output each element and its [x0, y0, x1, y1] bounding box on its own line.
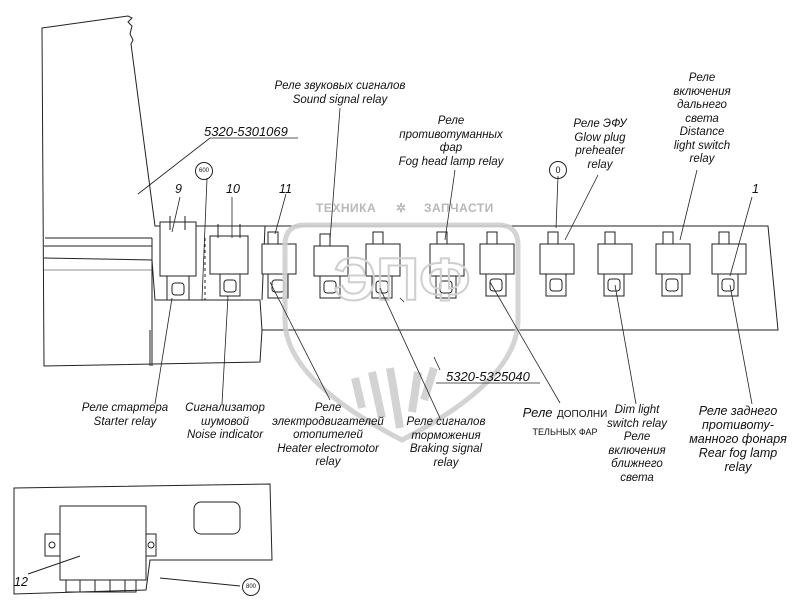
circled-ref-bottom: 800 — [242, 578, 260, 596]
starter-relay — [159, 221, 197, 277]
braking-signal-relay — [365, 243, 401, 277]
watermark-left: ТЕХНИКА — [316, 201, 377, 215]
watermark-gear-icon: ✲ — [396, 201, 407, 215]
label-noise-indicator: Сигнализатор шумовой Noise indicator — [185, 402, 265, 441]
callout-10: 10 — [226, 182, 240, 196]
label-aux-headlamp-relay: Реле ДОПОЛНИ ТЕЛЬНЫХ ФАР — [516, 404, 614, 440]
aux-relay-word: Реле — [522, 405, 553, 420]
callout-11: 11 — [279, 182, 292, 196]
label-starter-relay: Реле стартера Starter relay — [81, 402, 169, 428]
label-rear-fog-relay: Реле заднего противоту- манного фонаря R… — [689, 404, 787, 474]
watermark-logo-text: ЭПФ — [333, 246, 470, 313]
watermark-right: ЗАПЧАСТИ — [424, 201, 494, 215]
label-distance-light-relay: Реле включения дальнего света Distance l… — [673, 72, 731, 165]
label-sound-signal-relay: Реле звуковых сигналов Sound signal rela… — [274, 80, 406, 106]
heater-relay — [261, 243, 297, 275]
aux-relay-line2: ТЕЛЬНЫХ ФАР — [532, 427, 598, 437]
circled-ref-600: 600 — [195, 162, 213, 180]
dim-light-relay — [597, 243, 633, 275]
sound-signal-relay — [313, 245, 349, 277]
callout-1: 1 — [752, 182, 759, 196]
part-number-lower: 5320-5325040 — [446, 369, 530, 384]
distance-light-relay — [655, 243, 691, 275]
callout-9: 9 — [175, 182, 182, 196]
cab-panel-outline — [41, 15, 779, 367]
noise-indicator — [209, 235, 249, 275]
circled-ref-0: 0 — [549, 161, 567, 179]
glow-plug-relay — [539, 243, 575, 275]
label-glow-plug-relay: Реле ЭФУ Glow plug preheater relay — [573, 118, 627, 171]
inset-detail — [13, 483, 273, 595]
aux-headlamp-relay — [479, 243, 515, 275]
label-braking-signal-relay: Реле сигналов торможения Braking signal … — [406, 416, 486, 469]
label-fog-head-lamp-relay: Реле противотуманных фар Fog head lamp r… — [398, 115, 504, 168]
callout-12: 12 — [14, 575, 28, 589]
aux-relay-rest: ДОПОЛНИ — [556, 409, 608, 420]
fog-head-lamp-relay — [429, 243, 465, 277]
rear-fog-relay — [711, 243, 747, 275]
label-heater-relay: Реле электродвигателей отопителей Heater… — [272, 402, 384, 468]
part-number-upper: 5320-5301069 — [204, 124, 288, 139]
label-dim-light-relay: Dim light switch relay Реле включения бл… — [606, 404, 668, 484]
